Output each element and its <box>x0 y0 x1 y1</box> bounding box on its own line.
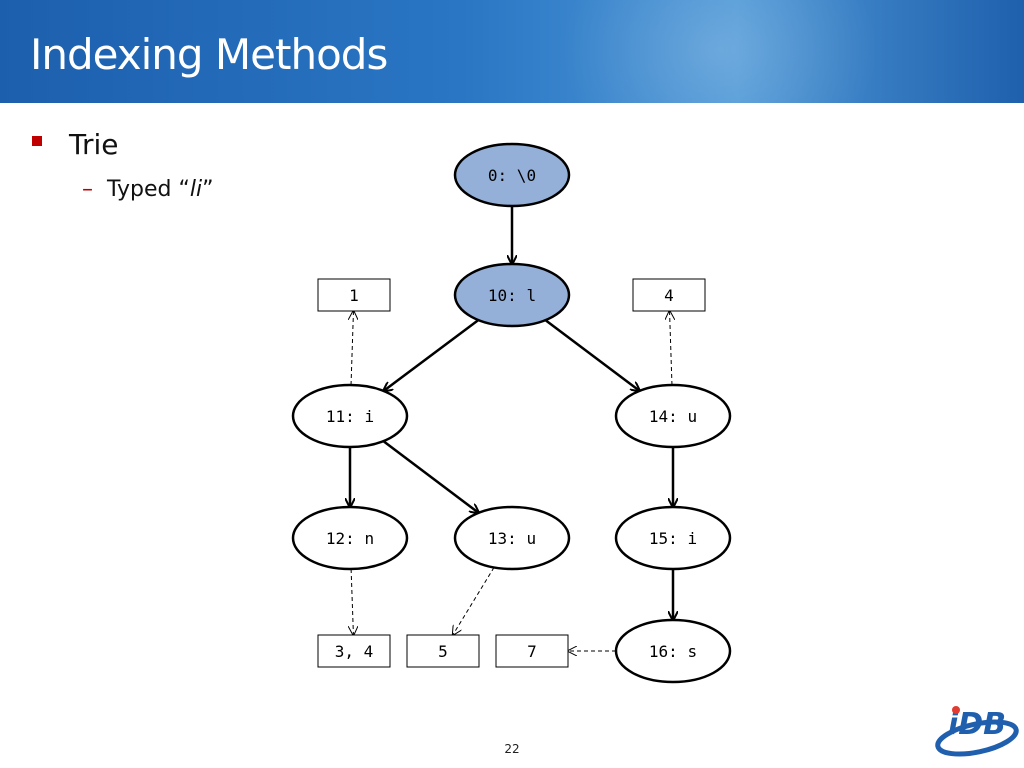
sub-bullet-italic: li <box>189 177 203 202</box>
trie-node-shape <box>453 262 571 328</box>
pointer-edge-n14-b4 <box>670 311 672 386</box>
sub-bullet-prefix: Typed “ <box>107 177 190 202</box>
trie-node-label: 11: i <box>326 407 374 426</box>
trie-node-n0: 0: \0 <box>453 142 571 208</box>
trie-node-n10: 10: l <box>453 262 571 328</box>
trie-node-shape <box>453 142 571 208</box>
value-box-label: 7 <box>527 642 537 661</box>
trie-edge-n11-n13 <box>382 440 478 513</box>
trie-edges <box>350 206 673 620</box>
title-banner <box>0 0 1024 103</box>
trie-node-label: 13: u <box>488 529 536 548</box>
value-box-b34: 3, 4 <box>317 634 391 668</box>
trie-node-n13: 13: u <box>453 505 571 571</box>
value-box-label: 5 <box>438 642 448 661</box>
value-box-label: 1 <box>349 286 359 305</box>
trie-node-label: 14: u <box>649 407 697 426</box>
bullet-text: Trie <box>69 128 119 161</box>
pointer-edge-n12-b34 <box>351 568 353 635</box>
value-box-shape <box>317 634 391 668</box>
value-box-b7: 7 <box>495 634 569 668</box>
sub-bullet-suffix: ” <box>202 177 214 202</box>
trie-node-shape <box>614 618 732 684</box>
trie-nodes: 0: \0 10: l 11: i 14: u 12: n 13: u 15: i 16: s <box>291 142 732 684</box>
value-box-b5: 5 <box>406 634 480 668</box>
trie-edge-n10-n11 <box>384 319 480 391</box>
dash-icon: – <box>82 177 93 202</box>
pointer-edge-n11-b1 <box>351 311 353 386</box>
trie-node-label: 15: i <box>649 529 697 548</box>
trie-node-shape <box>291 383 409 449</box>
bullet-item: Trie <box>32 128 119 161</box>
trie-node-n16: 16: s <box>614 618 732 684</box>
pointer-edge-n13-b5 <box>453 567 495 635</box>
trie-node-label: 16: s <box>649 642 697 661</box>
value-box-label: 3, 4 <box>335 642 374 661</box>
value-box-shape <box>495 634 569 668</box>
value-box-shape <box>317 278 391 312</box>
page-number: 22 <box>504 742 520 756</box>
bullet-square-icon <box>32 135 42 146</box>
trie-node-shape <box>614 505 732 571</box>
trie-pointers <box>351 311 672 651</box>
trie-node-shape <box>291 505 409 571</box>
trie-edge-n10-n14 <box>544 319 639 391</box>
value-box-shape <box>632 278 706 312</box>
value-box-b1: 1 <box>317 278 391 312</box>
value-box-shape <box>406 634 480 668</box>
value-box-label: 4 <box>664 286 674 305</box>
idb-logo: iDB <box>930 700 1020 766</box>
trie-node-shape <box>614 383 732 449</box>
trie-node-shape <box>453 505 571 571</box>
trie-node-n12: 12: n <box>291 505 409 571</box>
trie-node-label: 0: \0 <box>488 166 536 185</box>
trie-node-label: 10: l <box>488 286 536 305</box>
sub-bullet-item: – Typed “li” <box>82 177 214 202</box>
trie-node-n14: 14: u <box>614 383 732 449</box>
slide-title: Indexing Methods <box>30 30 388 79</box>
value-boxes: 1 4 3, 4 5 7 <box>317 278 706 668</box>
value-box-b4: 4 <box>632 278 706 312</box>
trie-node-n15: 15: i <box>614 505 732 571</box>
trie-node-n11: 11: i <box>291 383 409 449</box>
trie-node-label: 12: n <box>326 529 374 548</box>
